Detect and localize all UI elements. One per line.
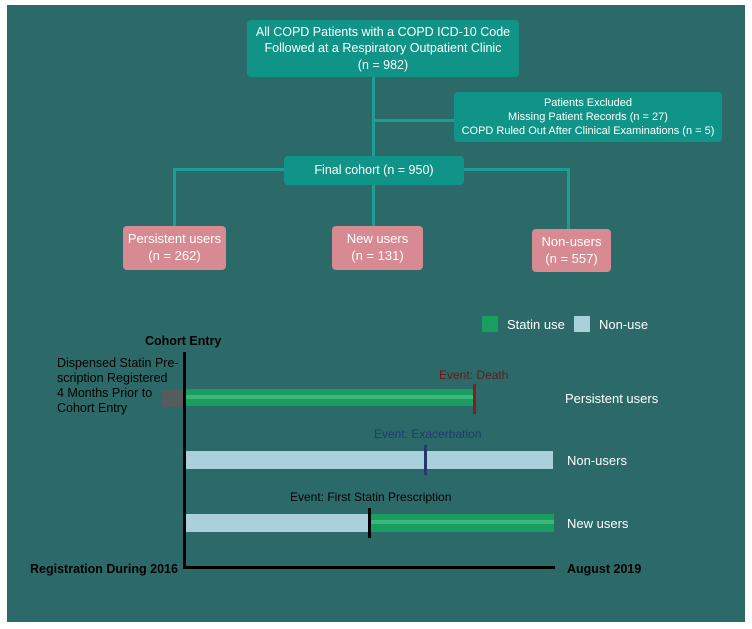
legend-nonuse-swatch	[574, 316, 590, 332]
death-event-label: Event: Death	[439, 368, 509, 382]
all-patients-count: (n = 982)	[357, 57, 409, 72]
persistent-users-count: (n = 262)	[148, 248, 201, 263]
prior-prescription-note: Dispensed Statin Pre- scription Register…	[57, 356, 179, 416]
prior-note-line3: 4 Months Prior to	[57, 386, 153, 400]
exacerbation-marker	[424, 445, 427, 475]
all-patients-line1: All COPD Patients with a COPD ICD-10 Cod…	[255, 25, 511, 40]
first-prescription-marker	[368, 508, 371, 538]
connector-left-drop	[173, 168, 176, 228]
flowchart-panel: All COPD Patients with a COPD ICD-10 Cod…	[7, 5, 745, 622]
new-users-row-label: New users	[567, 516, 629, 531]
all-patients-box: All COPD Patients with a COPD ICD-10 Cod…	[247, 20, 519, 77]
exacerbation-event-label: Event: Exacerbation	[374, 427, 482, 441]
final-cohort-label: Final cohort (n = 950)	[314, 163, 434, 178]
persistent-users-row-label: Persistent users	[565, 391, 659, 406]
legend-statin-swatch	[482, 316, 498, 332]
newusers-statin-stripe	[369, 520, 554, 524]
new-users-box: New users (n = 131)	[332, 226, 423, 270]
persistent-statin-stripe	[185, 395, 474, 399]
excluded-title: Patients Excluded	[543, 96, 633, 109]
connector-middle-drop	[372, 183, 375, 227]
prior-prescription-bar	[162, 390, 185, 407]
non-users-row-label: Non-users	[567, 453, 627, 468]
non-users-count: (n = 557)	[545, 250, 598, 266]
legend-statin-label: Statin use	[507, 317, 565, 332]
all-patients-line2: Followed at a Respiratory Outpatient Cli…	[264, 41, 502, 56]
cohort-entry-label: Cohort Entry	[145, 334, 222, 348]
prior-note-line4: Cohort Entry	[57, 401, 128, 415]
august-2019-label: August 2019	[567, 562, 642, 576]
persistent-users-box: Persistent users (n = 262)	[123, 226, 226, 270]
excluded-ruled-out: COPD Ruled Out After Clinical Examinatio…	[461, 125, 715, 138]
new-users-count: (n = 131)	[351, 248, 404, 263]
death-marker	[473, 384, 476, 414]
persistent-users-name: Persistent users	[127, 231, 222, 247]
nonusers-nonuse-bar	[186, 451, 553, 469]
prior-note-line1: Dispensed Statin Pre-	[57, 356, 179, 370]
legend-nonuse-label: Non-use	[599, 317, 649, 332]
prior-note-line2: scription Registered	[57, 371, 168, 385]
non-users-name: Non-users	[541, 233, 602, 249]
excluded-box: Patients Excluded Missing Patient Record…	[454, 92, 722, 142]
connector-excluded-horizontal	[373, 119, 455, 122]
excluded-missing-records: Missing Patient Records (n = 27)	[508, 110, 668, 123]
non-users-box: Non-users (n = 557)	[532, 229, 611, 272]
cohort-entry-axis	[183, 352, 186, 568]
time-axis	[183, 566, 555, 569]
registration-start-label: Registration During 2016	[30, 562, 178, 576]
new-users-name: New users	[346, 231, 409, 247]
newusers-nonuse-bar	[186, 514, 369, 532]
final-cohort-box: Final cohort (n = 950)	[284, 156, 464, 185]
first-prescription-event-label: Event: First Statin Prescription	[290, 490, 452, 504]
connector-right-drop	[567, 168, 570, 230]
